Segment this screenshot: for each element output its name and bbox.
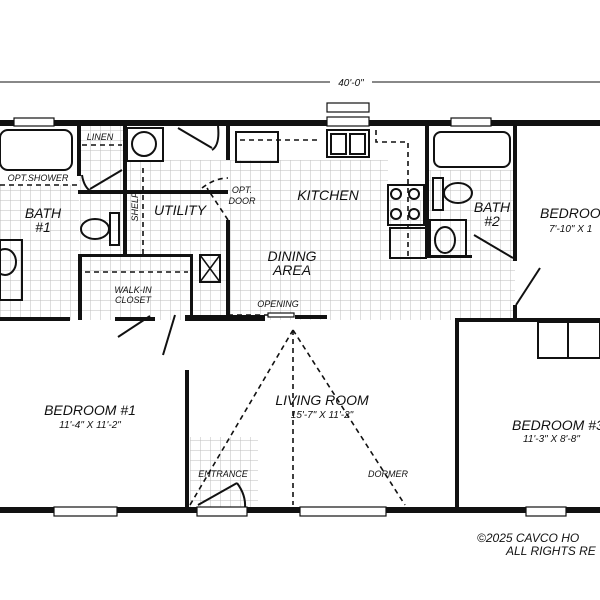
entrance-label: ENTRANCE — [198, 469, 249, 479]
bedroom1-size: 11'-4" X 11'-2" — [59, 420, 121, 431]
windows — [13, 102, 567, 517]
washer — [131, 131, 157, 157]
copyright-line-2: ALL RIGHTS RE — [505, 544, 597, 558]
closet-box — [537, 321, 569, 359]
bathtub-2 — [433, 131, 511, 168]
shelf-label: SHELF — [130, 192, 140, 222]
bath1-label: BATH — [25, 205, 62, 221]
room-labels: BATH #1 LINEN OPT.SHOWER SHELF UTILITY O… — [8, 132, 600, 479]
opt-door-label-1: OPT. — [232, 185, 252, 195]
utility-label: UTILITY — [154, 202, 208, 218]
closet-label-2: CLOSET — [115, 295, 153, 305]
living-room-size: 15'-7" X 11'-2" — [291, 410, 354, 421]
overall-width-label: 40'-0" — [338, 78, 364, 89]
dining-label-1: DINING — [268, 248, 317, 264]
bedroom2-size: 7'-10" X 1 — [549, 224, 592, 235]
bathtub-1 — [0, 129, 73, 171]
bedroom1-label: BEDROOM #1 — [44, 402, 136, 418]
kitchen-sink — [326, 129, 370, 158]
dormer-label: DORMER — [368, 469, 408, 479]
kitchen-label: KITCHEN — [297, 187, 359, 203]
doors — [81, 125, 541, 509]
sink-1 — [0, 239, 23, 301]
fixtures — [0, 127, 600, 359]
bath2-number: #2 — [484, 213, 500, 229]
opening-label: OPENING — [257, 299, 299, 309]
linen-label: LINEN — [87, 132, 114, 142]
bedroom3-size: 11'-3" X 8'-8" — [523, 434, 580, 445]
stove — [387, 184, 425, 226]
bedroom2-label: BEDROO — [540, 205, 600, 221]
opt-shower-label: OPT.SHOWER — [8, 173, 69, 183]
bedroom3-label: BEDROOM #3 — [512, 417, 600, 433]
opt-door-label-2: DOOR — [229, 196, 257, 206]
bath1-number: #1 — [35, 219, 51, 235]
copyright-line-1: ©2025 CAVCO HO — [477, 531, 579, 545]
living-room-label: LIVING ROOM — [275, 392, 369, 408]
copyright: ©2025 CAVCO HO ALL RIGHTS RE — [477, 531, 597, 558]
dimension-line: 40'-0" — [0, 78, 600, 89]
toilet-2 — [443, 182, 473, 204]
dining-label-2: AREA — [272, 262, 311, 278]
bath2-label: BATH — [474, 199, 511, 215]
water-heater — [199, 254, 221, 283]
refrigerator — [235, 131, 279, 163]
closet-label-1: WALK-IN — [114, 285, 152, 295]
